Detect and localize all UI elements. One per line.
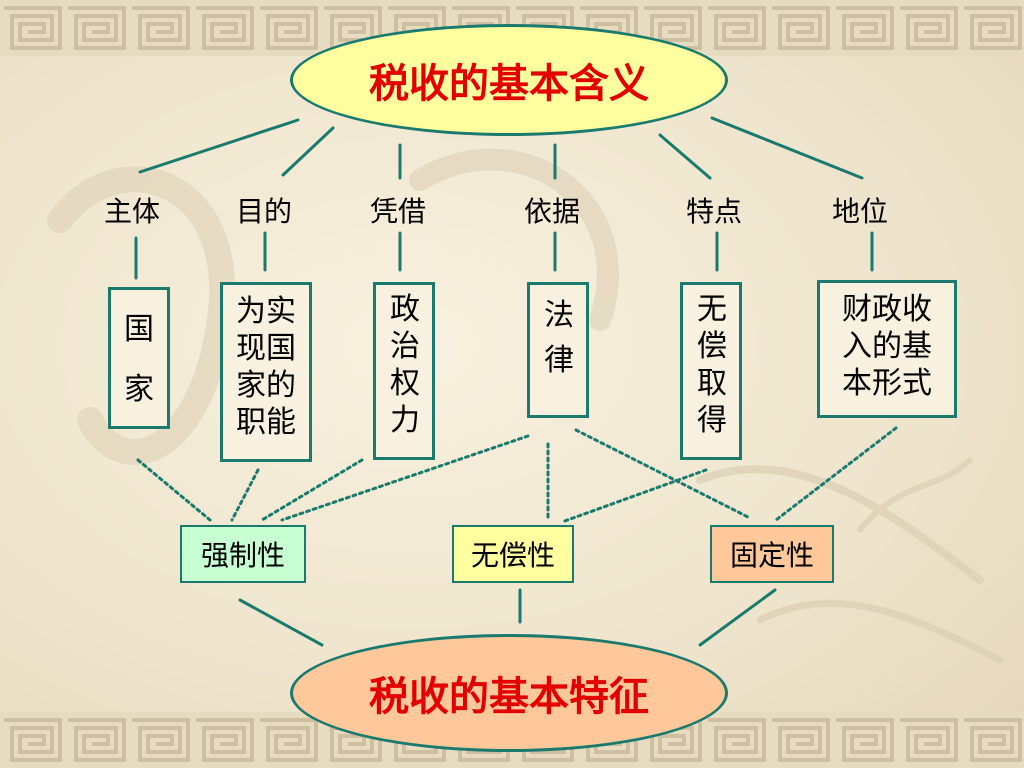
content-grounds: 法 律 [544, 298, 574, 378]
category-label-purpose: 目的 [236, 195, 293, 228]
content-box-basis: 政治权力 [373, 282, 435, 460]
top-title: 税收的基本含义 [369, 60, 649, 107]
feature-box-fixed: 固定性 [710, 525, 834, 583]
line-fixed-to-bottom [698, 588, 777, 647]
category-label-status: 地位 [832, 195, 889, 228]
content-box-status: 财政收入的基本形式 [817, 280, 957, 418]
feature-fixed: 固定性 [729, 539, 814, 572]
line-top-to-status [710, 116, 864, 180]
bottom-title: 税收的基本特征 [369, 673, 649, 720]
dotted-status-to-fixed [774, 426, 898, 522]
feature-box-compulsory: 强制性 [180, 525, 306, 583]
dotted-basis-to-compulsory [260, 458, 364, 522]
content-feature: 无偿取得 [697, 292, 727, 438]
content-status: 财政收入的基本形式 [842, 292, 932, 401]
line-top-to-subject [138, 118, 300, 174]
content-box-subject: 国 家 [108, 287, 170, 429]
bottom-title-ellipse: 税收的基本特征 [290, 634, 728, 752]
content-subject: 国 家 [124, 312, 154, 407]
line-top-to-purpose [281, 126, 335, 177]
line-top-to-feature [658, 133, 712, 180]
dotted-grounds-to-compulsory [280, 434, 530, 522]
category-label-feature: 特点 [686, 195, 743, 228]
content-box-purpose: 为实现国家的职能 [220, 282, 312, 462]
content-basis: 政治权力 [390, 292, 420, 438]
dotted-purpose-to-compulsory [230, 468, 260, 522]
feature-gratuitous: 无偿性 [470, 539, 555, 572]
top-title-ellipse: 税收的基本含义 [290, 24, 728, 136]
dotted-subject-to-compulsory [136, 458, 212, 522]
content-box-grounds: 法 律 [527, 282, 589, 418]
feature-compulsory: 强制性 [200, 539, 285, 572]
category-label-grounds: 依据 [524, 195, 581, 228]
category-label-basis: 凭借 [370, 195, 427, 228]
dotted-feature-to-gratuitous [560, 468, 708, 524]
category-label-subject: 主体 [104, 195, 161, 228]
feature-box-gratuitous: 无偿性 [452, 525, 574, 583]
line-compulsory-to-bottom [238, 598, 324, 647]
dotted-grounds-to-fixed [574, 428, 752, 520]
content-purpose: 为实现国家的职能 [236, 294, 296, 440]
content-box-feature: 无偿取得 [680, 282, 742, 460]
